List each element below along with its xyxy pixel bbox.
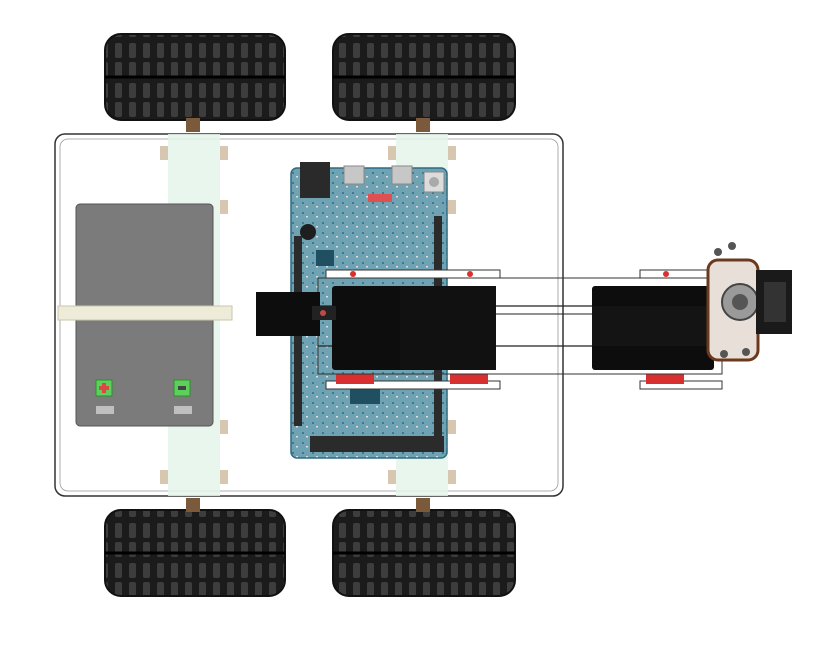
wheel-rear-left <box>104 498 286 597</box>
wheel-front-right <box>332 33 516 132</box>
battery-negative-terminal-icon <box>173 379 192 414</box>
wheel-front-left <box>104 33 286 132</box>
wheel-rear-right <box>332 498 516 597</box>
battery-positive-terminal-icon <box>95 379 114 414</box>
gripper-icon <box>706 242 792 362</box>
arm-bracket-bottom <box>325 374 723 390</box>
battery-pack <box>57 203 233 427</box>
servo-icon <box>256 286 714 370</box>
